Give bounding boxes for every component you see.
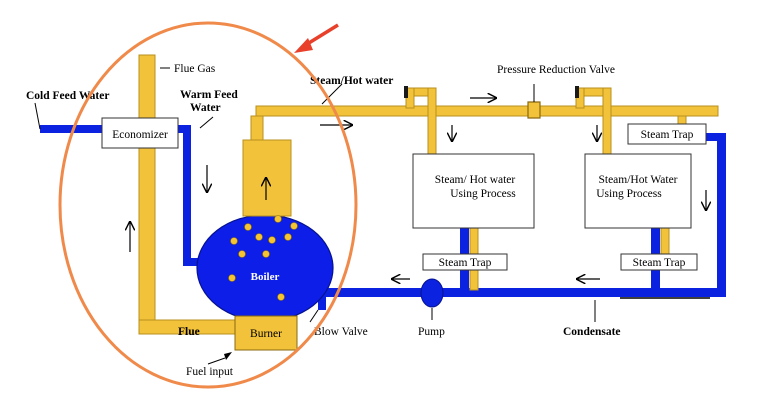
- pump-label: Pump: [418, 326, 445, 338]
- steam-hot-water-label: Steam/Hot water: [310, 75, 393, 87]
- steam-header: [255, 105, 719, 117]
- blow-valve-label: Blow Valve: [314, 326, 368, 338]
- cold-feed-water-label: Cold Feed Water: [26, 90, 109, 102]
- economizer: Economizer: [101, 117, 179, 149]
- warm-feed-pipe: [183, 125, 191, 265]
- process-1-line1: Steam/ Hot water: [435, 174, 516, 186]
- flue-gas-label: Flue Gas: [174, 63, 216, 75]
- pressure-reduction-valve[interactable]: [527, 84, 541, 119]
- economizer-label: Economizer: [112, 129, 168, 141]
- process-2-line1: Steam/Hot Water: [598, 174, 677, 186]
- process-1-line2: Using Process: [450, 188, 516, 200]
- steam-trap-top: Steam Trap: [627, 123, 707, 145]
- pointer-arrow: [294, 23, 339, 53]
- svg-text:Steam Trap: Steam Trap: [633, 257, 686, 269]
- process-2: Steam/Hot Water Using Process: [584, 153, 692, 229]
- svg-text:Steam Trap: Steam Trap: [439, 257, 492, 269]
- boiler-bubbles: [228, 215, 298, 301]
- steam-trap-mid: Steam Trap: [422, 253, 508, 271]
- flow-arrows: [130, 98, 706, 279]
- boiler-label: Boiler: [251, 271, 280, 283]
- labels: Flue Gas Cold Feed Water Warm Feed Water…: [26, 63, 621, 378]
- pointer-lines: [34, 67, 596, 365]
- warm-feed-label-2: Water: [190, 102, 221, 114]
- condensate-pipe: [318, 288, 725, 297]
- flue-label: Flue: [178, 326, 200, 338]
- flue-stack: [138, 54, 156, 334]
- svg-text:Steam Trap: Steam Trap: [641, 129, 694, 141]
- pump[interactable]: [420, 278, 444, 308]
- pressure-reduction-valve-label: Pressure Reduction Valve: [497, 64, 615, 76]
- steam-trap-right: Steam Trap: [620, 253, 698, 271]
- burner-label: Burner: [250, 328, 282, 340]
- condensate-label: Condensate: [563, 326, 621, 338]
- process-2-line2: Using Process: [596, 188, 662, 200]
- boiler: Boiler: [196, 139, 334, 322]
- process-1: Steam/ Hot water Using Process: [412, 153, 535, 229]
- burner: Burner: [234, 315, 298, 351]
- highlight-ellipse: [58, 21, 358, 389]
- fuel-input-label: Fuel input: [186, 366, 234, 378]
- warm-feed-label-1: Warm Feed: [180, 89, 238, 101]
